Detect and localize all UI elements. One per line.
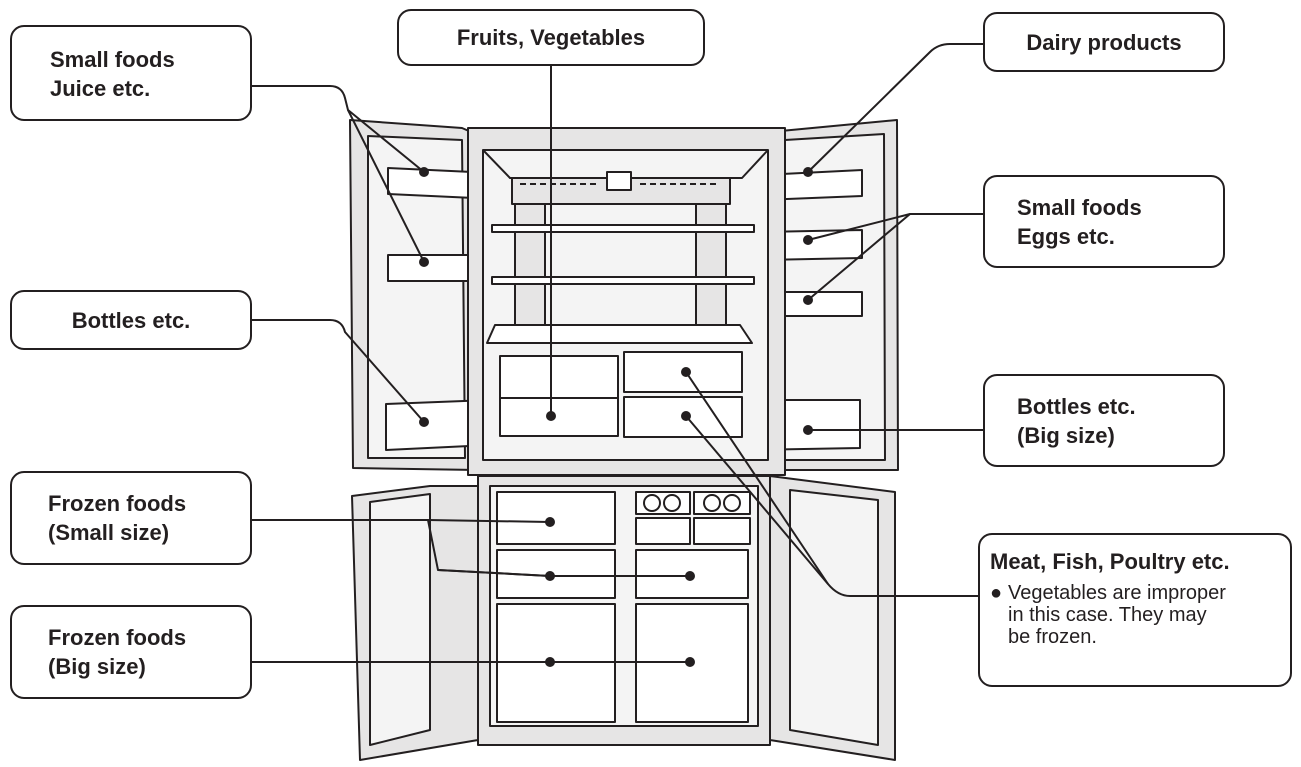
label-frozen-small: Frozen foods (Small size) — [10, 471, 252, 565]
leader-dots — [419, 167, 813, 667]
note-line: be frozen. — [1008, 626, 1097, 648]
label-small-foods-juice: Small foods Juice etc. — [10, 25, 252, 121]
label-line: Frozen foods — [48, 491, 187, 516]
label-small-foods-eggs: Small foods Eggs etc. — [983, 175, 1225, 268]
label-note: ● Vegetables are improper in this case. … — [990, 582, 1280, 648]
note-line: Vegetables are improper — [1008, 582, 1226, 604]
label-frozen-big: Frozen foods (Big size) — [10, 605, 252, 699]
label-bottles-big: Bottles etc. (Big size) — [983, 374, 1225, 467]
refrigerator-cabinet — [467, 127, 786, 476]
label-line: Juice etc. — [50, 76, 151, 101]
label-line: Small foods — [1017, 195, 1142, 220]
label-meat-fish-poultry: Meat, Fish, Poultry etc. ● Vegetables ar… — [978, 533, 1292, 687]
label-line: Eggs etc. — [1017, 224, 1115, 249]
note-line: in this case. They may — [1008, 604, 1207, 626]
label-fruits-vegetables: Fruits, Vegetables — [397, 9, 705, 66]
freezer-cabinet — [477, 475, 771, 746]
bullet-icon: ● — [990, 582, 1003, 604]
label-line: (Big size) — [48, 654, 146, 679]
label-line: (Big size) — [1017, 423, 1115, 448]
right-freezer-door — [769, 475, 896, 761]
label-line: (Small size) — [48, 520, 170, 545]
label-line: Bottles etc. — [71, 308, 191, 333]
label-line: Fruits, Vegetables — [456, 25, 646, 50]
label-bottles: Bottles etc. — [10, 290, 252, 350]
label-line: Dairy products — [1026, 30, 1182, 55]
label-line: Small foods — [50, 47, 175, 72]
label-dairy-products: Dairy products — [983, 12, 1225, 72]
label-line: Bottles etc. — [1017, 394, 1136, 419]
left-refrigerator-door — [349, 119, 491, 471]
left-freezer-door — [351, 485, 479, 761]
label-line: Frozen foods — [48, 625, 187, 650]
right-refrigerator-door — [747, 119, 899, 471]
leader-lines — [250, 43, 985, 663]
label-title: Meat, Fish, Poultry etc. — [990, 549, 1230, 574]
